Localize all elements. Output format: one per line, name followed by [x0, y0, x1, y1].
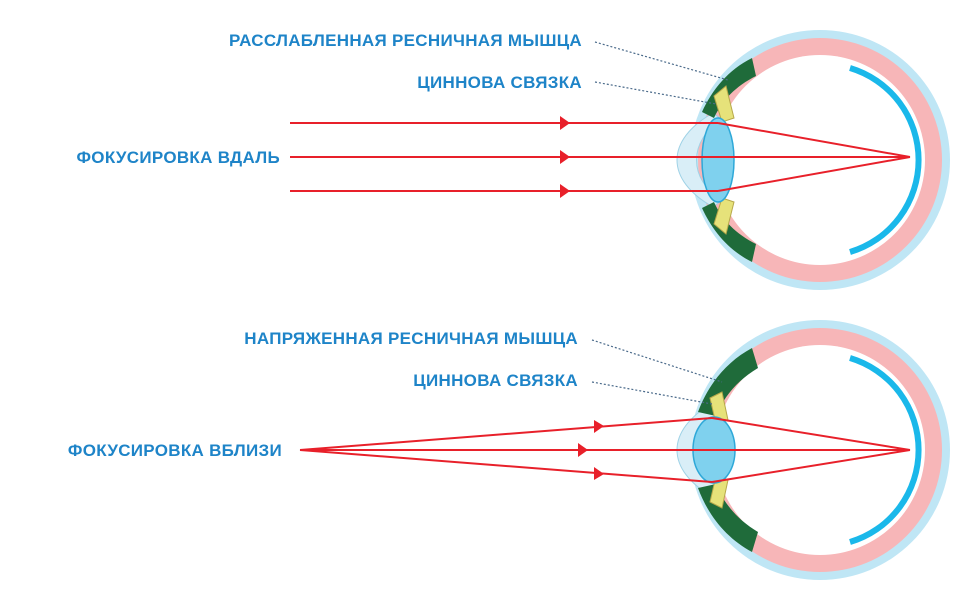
- arrow-head: [560, 184, 570, 198]
- muscle-label-far: РАССЛАБЛЕННАЯ РЕСНИЧНАЯ МЫШЦА: [229, 31, 582, 50]
- ciliary-muscle-lower: [702, 202, 756, 262]
- ciliary-muscle-upper: [702, 58, 756, 118]
- ray-arrows-far: [560, 116, 570, 198]
- lens: [701, 117, 735, 203]
- leader-lines-near: [591, 339, 723, 405]
- leader-lines-far: [594, 41, 729, 105]
- zonule-upper: [713, 85, 735, 123]
- retina: [849, 355, 922, 545]
- ray-refracted-top: [711, 417, 911, 451]
- ligament-label-far: ЦИННОВА СВЯЗКА: [417, 73, 582, 92]
- leader-muscle: [594, 41, 729, 81]
- focus-label-far: ФОКУСИРОВКА ВДАЛЬ: [77, 148, 281, 167]
- eye-vitreous: [715, 55, 925, 265]
- arrow-head: [560, 116, 570, 130]
- arrow-head: [594, 467, 604, 480]
- ray-refracted-top: [717, 122, 911, 158]
- focus-label-near: ФОКУСИРОВКА ВБЛИЗИ: [68, 441, 282, 460]
- ray-arrows-near: [578, 420, 604, 480]
- panel-far-focus: РАССЛАБЛЕННАЯ РЕСНИЧНАЯ МЫШЦА ЦИННОВА СВ…: [77, 30, 950, 290]
- leader-ligament: [591, 381, 713, 405]
- zonule-lower: [713, 197, 735, 235]
- arrow-head: [578, 443, 588, 457]
- arrow-head: [594, 420, 604, 433]
- ligament-label-near: ЦИННОВА СВЯЗКА: [413, 371, 578, 390]
- light-rays-far: [290, 122, 911, 192]
- light-rays-near: [299, 417, 911, 483]
- muscle-label-near: НАПРЯЖЕННАЯ РЕСНИЧНАЯ МЫШЦА: [244, 329, 578, 348]
- ray-bottom: [299, 449, 713, 483]
- retina: [849, 65, 922, 255]
- ray-refracted-bottom: [717, 156, 911, 192]
- leader-muscle: [591, 339, 723, 383]
- leader-ligament: [594, 81, 717, 105]
- arrow-head: [560, 150, 570, 164]
- ray-top: [299, 417, 713, 451]
- ray-refracted-bottom: [711, 449, 911, 483]
- eye-far: [676, 30, 950, 290]
- panel-near-focus: НАПРЯЖЕННАЯ РЕСНИЧНАЯ МЫШЦА ЦИННОВА СВЯЗ…: [68, 320, 950, 580]
